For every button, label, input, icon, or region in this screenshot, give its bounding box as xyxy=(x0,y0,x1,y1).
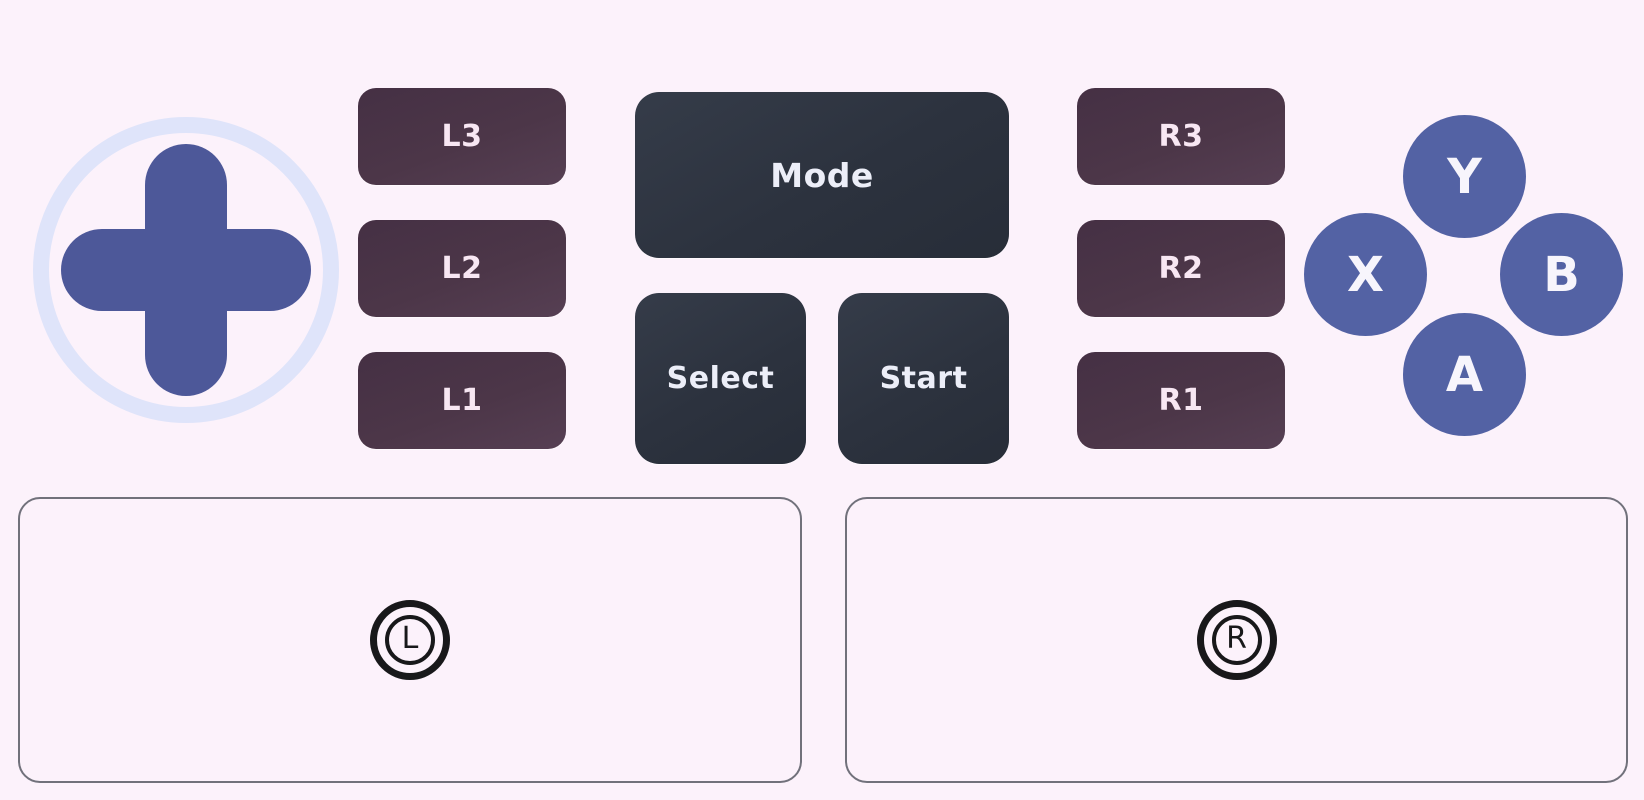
button-x[interactable]: X xyxy=(1304,213,1427,336)
button-r3-label: R3 xyxy=(1158,119,1204,154)
dpad-vertical-bar xyxy=(145,144,227,396)
button-b-label: B xyxy=(1543,246,1580,303)
right-stick-letter: R xyxy=(1226,621,1247,656)
button-a-label: A xyxy=(1445,346,1484,403)
left-stick-icon: L xyxy=(370,600,450,680)
button-r1[interactable]: R1 xyxy=(1077,352,1285,449)
button-l2[interactable]: L2 xyxy=(358,220,566,317)
button-y[interactable]: Y xyxy=(1403,115,1526,238)
button-start[interactable]: Start xyxy=(838,293,1009,464)
left-stick-letter: L xyxy=(401,621,419,656)
button-y-label: Y xyxy=(1447,148,1482,205)
button-mode-label: Mode xyxy=(770,155,874,195)
button-start-label: Start xyxy=(879,361,968,396)
dpad[interactable] xyxy=(33,117,339,423)
button-b[interactable]: B xyxy=(1500,213,1623,336)
button-x-label: X xyxy=(1346,246,1384,303)
button-r2-label: R2 xyxy=(1158,251,1204,286)
left-stick-area[interactable]: L xyxy=(18,497,802,783)
button-a[interactable]: A xyxy=(1403,313,1526,436)
button-mode[interactable]: Mode xyxy=(635,92,1009,258)
button-select-label: Select xyxy=(666,361,775,396)
button-l3-label: L3 xyxy=(441,119,483,154)
button-l1[interactable]: L1 xyxy=(358,352,566,449)
right-stick-area[interactable]: R xyxy=(845,497,1628,783)
button-r1-label: R1 xyxy=(1158,383,1204,418)
button-l3[interactable]: L3 xyxy=(358,88,566,185)
button-select[interactable]: Select xyxy=(635,293,806,464)
button-l1-label: L1 xyxy=(441,383,483,418)
button-r2[interactable]: R2 xyxy=(1077,220,1285,317)
right-stick-icon: R xyxy=(1196,600,1277,680)
button-l2-label: L2 xyxy=(441,251,483,286)
button-r3[interactable]: R3 xyxy=(1077,88,1285,185)
